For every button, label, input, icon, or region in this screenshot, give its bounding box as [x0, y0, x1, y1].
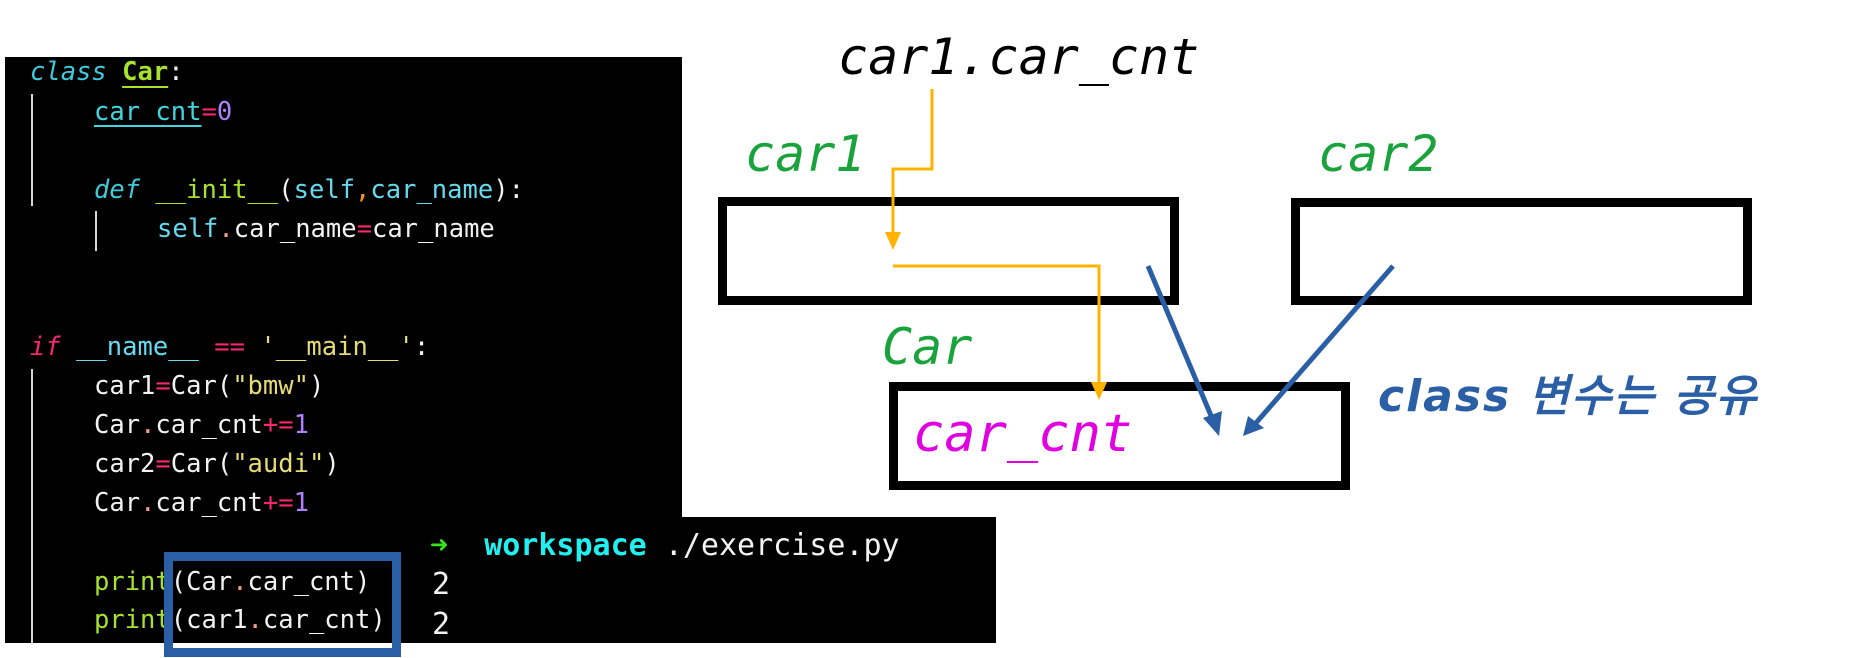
terminal-output-line: 2 [432, 568, 450, 602]
paren: ) [324, 449, 340, 479]
dot: . [140, 410, 156, 440]
arrowhead-icon [1203, 411, 1222, 436]
code-line-init-def: def __init__(self,car_name): [94, 175, 524, 205]
keyword-def: def [94, 175, 141, 205]
class-variable-label: car_cnt [913, 404, 1133, 464]
keyword-class: class [30, 57, 107, 87]
share-arrow-car1 [1145, 265, 1215, 419]
print-call: print [94, 567, 171, 597]
instance-box-car1 [718, 197, 1179, 305]
prompt-arrow-icon: ➜ [430, 528, 449, 563]
code-line-increment-2: Car.car_cnt+=1 [94, 488, 309, 518]
argument: car_cnt) [262, 605, 386, 635]
print-call: print [94, 605, 171, 635]
share-arrow-car2 [1253, 264, 1395, 426]
output-value: 2 [432, 567, 451, 602]
number: 1 [293, 410, 309, 440]
class-ref: Car [94, 488, 141, 518]
operator: += [262, 488, 294, 518]
instance-box-car2 [1291, 198, 1752, 305]
code-line-print-instance: print(car1.car_cnt) [94, 605, 386, 635]
class-label-car: Car [882, 318, 973, 376]
output-value: 2 [432, 607, 451, 642]
var-car2: car2 [94, 449, 156, 479]
arrowhead-icon [885, 232, 901, 250]
attribute: car_name [233, 214, 357, 244]
dot: . [140, 488, 156, 518]
class-ref: Car [94, 410, 141, 440]
code-line-car1: car1=Car("bmw") [94, 371, 324, 401]
lookup-arrow-to-instance [891, 89, 934, 232]
comma: , [355, 175, 371, 205]
code-editor-panel [5, 57, 682, 643]
string: '__main__' [260, 332, 414, 362]
dot: . [247, 605, 263, 635]
indent-guide [31, 94, 33, 206]
code-line-main-guard: if __name__ == '__main__': [30, 332, 429, 362]
indent-guide [95, 211, 97, 251]
indent-guide [31, 369, 33, 644]
var-car1: car1 [94, 371, 156, 401]
arrowhead-icon [1243, 416, 1264, 436]
terminal-output-line: 2 [432, 608, 450, 642]
colon: : [413, 332, 430, 362]
param-self: self [293, 175, 356, 205]
expression-label: car1.car_cnt [838, 28, 1200, 86]
dot: . [232, 567, 248, 597]
code-line-class-var: car_cnt=0 [94, 97, 232, 127]
param-car-name: car_name [370, 175, 494, 205]
argument: (Car [170, 567, 233, 597]
operator: = [201, 97, 217, 127]
argument: car_cnt) [247, 567, 371, 597]
argument: (car1 [170, 605, 248, 635]
number: 0 [216, 97, 233, 127]
keyword-if: if [30, 332, 61, 362]
terminal-command: ./exercise.py [646, 528, 900, 563]
string: "audi" [232, 449, 325, 479]
string: "bmw" [232, 371, 309, 401]
operator: = [155, 371, 171, 401]
paren-colon: ): [493, 175, 524, 205]
class-variable: car_cnt [94, 97, 202, 127]
operator: = [356, 214, 372, 244]
code-line-car2: car2=Car("audi") [94, 449, 340, 479]
value: car_name [371, 214, 495, 244]
code-line-init-body: self.car_name=car_name [157, 214, 495, 244]
operator: = [155, 449, 171, 479]
attribute: car_cnt [155, 410, 263, 440]
constructor-call: Car( [170, 449, 233, 479]
dunder-name: __name__ [76, 332, 199, 362]
code-line-print-class: print(Car.car_cnt) [94, 567, 370, 597]
operator: == [214, 332, 245, 362]
constructor-call: Car( [170, 371, 233, 401]
attribute: car_cnt [155, 488, 263, 518]
number: 1 [293, 488, 309, 518]
paren: ) [308, 371, 325, 401]
arrowhead-icon [1091, 382, 1107, 400]
code-line-increment-1: Car.car_cnt+=1 [94, 410, 309, 440]
paren: ( [278, 175, 294, 205]
lookup-arrow-to-class [893, 264, 1101, 382]
function-name: __init__ [155, 175, 279, 205]
code-line-class-def: class Car: [30, 57, 184, 87]
dot: . [218, 214, 234, 244]
class-name: Car [122, 57, 169, 87]
shared-caption: class 변수는 공유 [1378, 371, 1759, 422]
instance-label-car2: car2 [1318, 125, 1439, 183]
instance-label-car1: car1 [745, 125, 866, 183]
class-box-car [889, 382, 1350, 490]
operator: += [262, 410, 294, 440]
colon: : [168, 57, 184, 87]
highlight-box [164, 552, 401, 657]
terminal-panel [682, 517, 996, 643]
self-ref: self [157, 214, 219, 244]
terminal-prompt: ➜ workspace ./exercise.py [430, 529, 900, 563]
terminal-cwd: workspace [484, 528, 647, 563]
